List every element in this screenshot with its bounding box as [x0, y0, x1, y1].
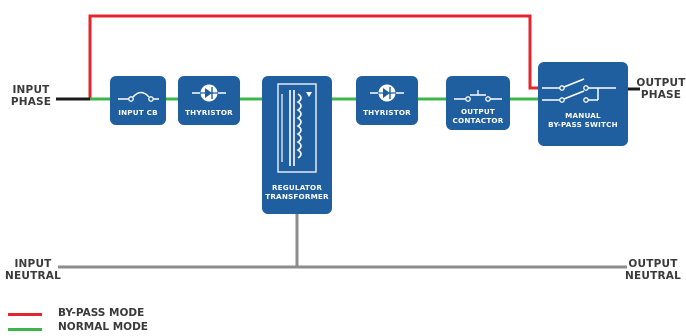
- legend-label-bypass: BY-PASS MODE: [58, 307, 145, 319]
- bypass-wire: [88, 14, 542, 99]
- thyristor-block-1: THYRISTOR: [178, 76, 240, 125]
- bypass-switch-icon: [542, 78, 616, 103]
- thyristor-label-2: THYRISTOR: [363, 108, 411, 117]
- transformer-icon: [277, 83, 317, 173]
- input-cb-label: INPUT CB: [118, 108, 158, 117]
- circuit-breaker-icon: [118, 91, 159, 102]
- input-cb-block: INPUT CB: [110, 76, 166, 125]
- thyristor-icon: [370, 84, 404, 102]
- thyristor-icon: [192, 84, 226, 102]
- thyristor-label-1: THYRISTOR: [185, 108, 233, 117]
- thyristor-block-2: THYRISTOR: [356, 76, 418, 125]
- legend-swatch-normal: [8, 328, 42, 331]
- legend-swatch-bypass: [8, 313, 42, 316]
- contactor-icon: [454, 90, 502, 102]
- legend-label-normal: NORMAL MODE: [58, 321, 148, 333]
